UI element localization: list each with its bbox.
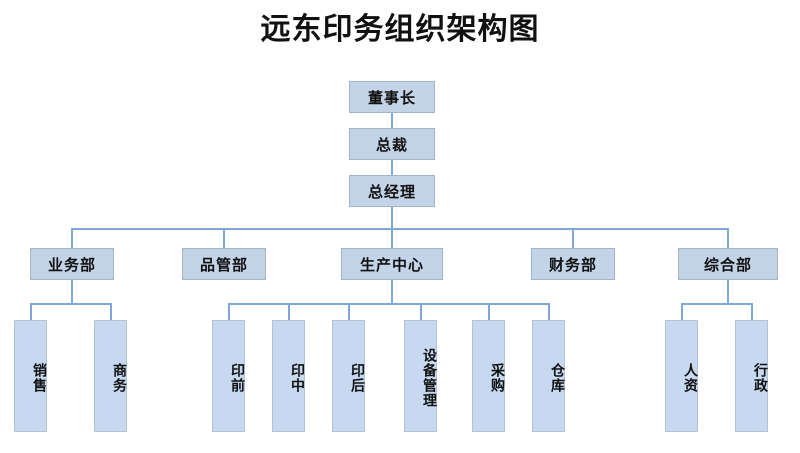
connector-admin-dept-dropline xyxy=(727,280,729,303)
connector-drop-prepress xyxy=(228,303,230,320)
connector-drop-sales xyxy=(30,303,32,320)
node-purchasing[interactable]: 采购 xyxy=(472,320,505,432)
connector-drop-sales-dept xyxy=(71,228,73,248)
node-sales[interactable]: 销售 xyxy=(14,320,47,432)
connector-gm-dropline xyxy=(391,207,393,229)
node-press[interactable]: 印中 xyxy=(272,320,305,432)
node-qa-dept[interactable]: 品管部 xyxy=(182,248,266,280)
node-warehouse[interactable]: 仓库 xyxy=(532,320,565,432)
node-prepress[interactable]: 印前 xyxy=(212,320,245,432)
node-president[interactable]: 总裁 xyxy=(349,128,435,160)
connector-chairman-president xyxy=(391,113,393,128)
connector-sales-dept-bus xyxy=(30,303,112,305)
node-production-center[interactable]: 生产中心 xyxy=(341,248,443,280)
node-equipment-management[interactable]: 设备管理 xyxy=(404,320,437,432)
page-title: 远东印务组织架构图 xyxy=(260,12,540,47)
connector-department-bus xyxy=(71,228,728,230)
connector-drop-admin-dept xyxy=(727,228,729,248)
node-general-manager[interactable]: 总经理 xyxy=(349,175,435,207)
connector-president-gm xyxy=(391,160,393,175)
connector-drop-postpress xyxy=(348,303,350,320)
node-administration[interactable]: 行政 xyxy=(735,320,768,432)
connector-prod-ctr-dropline xyxy=(391,280,393,303)
connector-drop-purchasing xyxy=(488,303,490,320)
connector-drop-prod-ctr xyxy=(391,228,393,248)
node-finance-dept[interactable]: 财务部 xyxy=(531,248,615,280)
connector-sales-dept-dropline xyxy=(71,280,73,303)
connector-drop-admin xyxy=(751,303,753,320)
connector-drop-commerce xyxy=(110,303,112,320)
node-commerce[interactable]: 商务 xyxy=(94,320,127,432)
connector-drop-warehouse xyxy=(548,303,550,320)
node-chairman[interactable]: 董事长 xyxy=(349,81,435,113)
node-postpress[interactable]: 印后 xyxy=(332,320,365,432)
connector-drop-fin-dept xyxy=(572,228,574,248)
node-sales-dept[interactable]: 业务部 xyxy=(30,248,114,280)
connector-drop-press xyxy=(288,303,290,320)
node-admin-dept[interactable]: 综合部 xyxy=(678,248,778,280)
connector-drop-hr xyxy=(681,303,683,320)
connector-prod-ctr-bus xyxy=(228,303,550,305)
connector-drop-equipment xyxy=(420,303,422,320)
connector-drop-qa-dept xyxy=(223,228,225,248)
connector-admin-dept-bus xyxy=(681,303,753,305)
node-hr[interactable]: 人资 xyxy=(665,320,698,432)
